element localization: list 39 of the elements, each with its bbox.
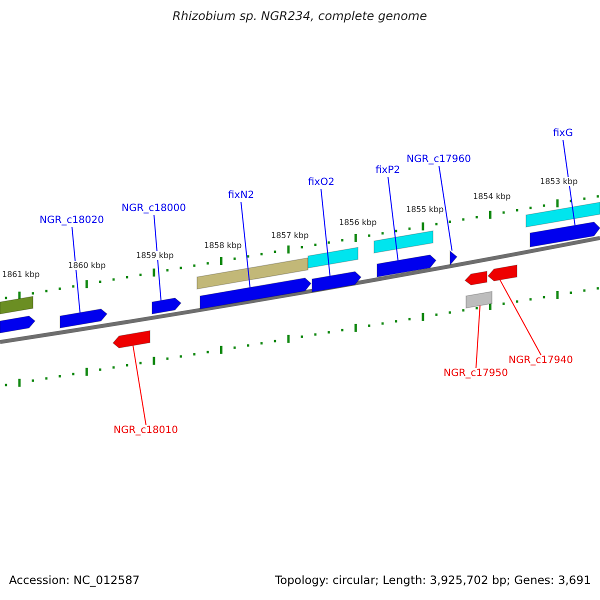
gene-feature bbox=[196, 257, 308, 290]
title: Rhizobium sp. NGR234, complete genome bbox=[172, 10, 428, 24]
scale-label: 1854 kbp bbox=[473, 192, 511, 202]
gene-feature bbox=[0, 296, 34, 314]
scale-label: 1856 kbp bbox=[339, 218, 377, 228]
gene-label: NGR_c18000 bbox=[122, 203, 186, 214]
scale-label: 1853 kbp bbox=[540, 177, 578, 186]
gene-feature bbox=[466, 291, 492, 308]
gene-feature bbox=[374, 230, 434, 254]
gene-label: NGR_c17940 bbox=[508, 355, 573, 366]
gene-feature bbox=[308, 246, 358, 268]
gene-label: fixP2 bbox=[376, 165, 400, 176]
gene-label: NGR_c18010 bbox=[114, 425, 178, 436]
gene-feature bbox=[450, 250, 458, 266]
gene-feature bbox=[376, 254, 437, 278]
footer-text: Accession: NC_012587 bbox=[9, 574, 140, 588]
scale-label: 1859 kbp bbox=[136, 251, 174, 260]
gene-feature bbox=[152, 298, 182, 314]
gene-feature bbox=[60, 308, 108, 328]
gene-feature bbox=[464, 270, 488, 286]
scale-label: 1861 kbp bbox=[2, 270, 40, 280]
scale-label: 1857 kbp bbox=[271, 231, 309, 240]
gene-feature bbox=[487, 264, 518, 282]
gene-feature bbox=[112, 330, 150, 348]
gene-feature bbox=[200, 278, 312, 310]
footer-text: Topology: circular; Length: 3,925,702 bp; Genes: 3,691 bbox=[275, 574, 591, 588]
gene-label: fixO2 bbox=[308, 177, 334, 188]
gene-label: NGR_c17960 bbox=[406, 154, 471, 166]
gene-label: fixN2 bbox=[228, 190, 254, 202]
gene-feature bbox=[0, 316, 36, 334]
gene-label: NGR_c17950 bbox=[444, 368, 508, 380]
scale-label: 1860 kbp bbox=[68, 261, 106, 270]
scale-label: 1858 kbp bbox=[204, 241, 242, 250]
gene-feature bbox=[312, 271, 362, 292]
gene-feature bbox=[526, 202, 600, 228]
gene-feature bbox=[530, 222, 600, 248]
gene-label: fixG bbox=[553, 128, 573, 140]
gene-label: NGR_c18020 bbox=[40, 215, 104, 226]
scale-label: 1855 kbp bbox=[406, 205, 444, 214]
